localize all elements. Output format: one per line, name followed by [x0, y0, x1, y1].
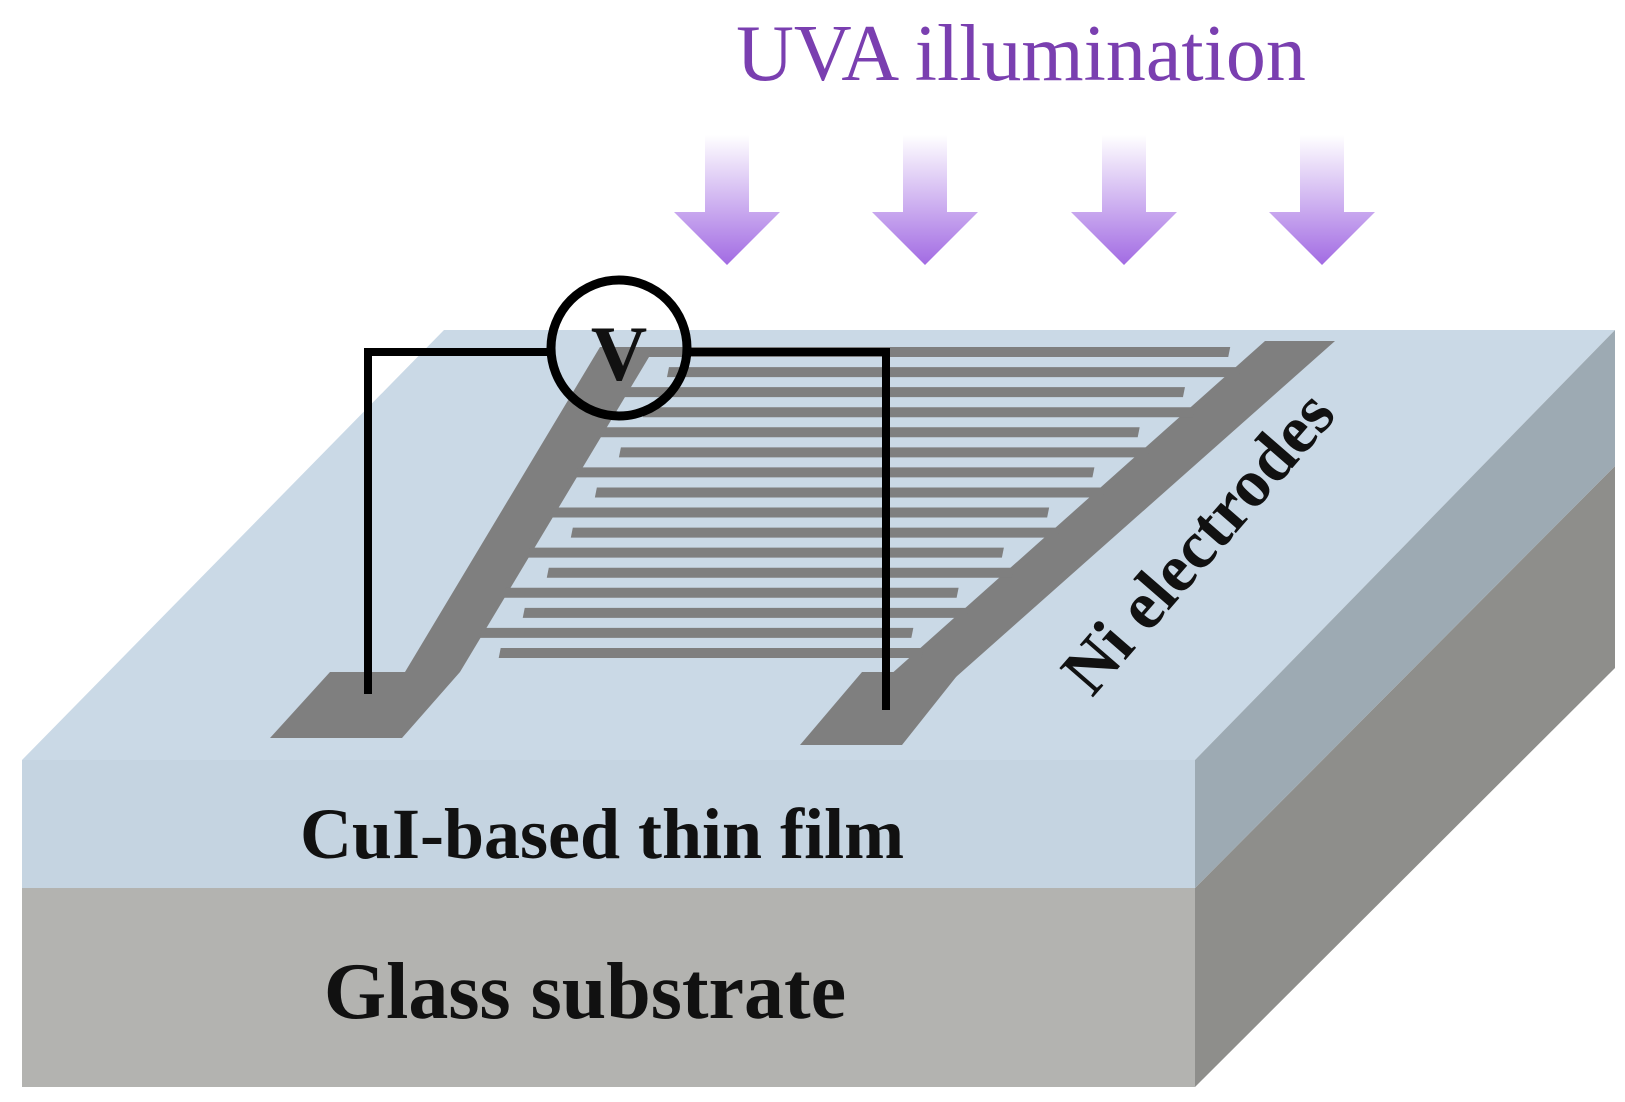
voltmeter-icon: V [546, 275, 692, 421]
right-electrode-bus [862, 341, 1335, 700]
voltmeter-label: V [591, 310, 647, 397]
electrode-finger [527, 547, 1004, 558]
electrode-finger [642, 407, 1196, 418]
electrode-finger [551, 507, 1050, 518]
arrow-down-icon [1269, 135, 1375, 265]
substrate-front-face [22, 888, 1195, 1087]
film-side-face [1195, 330, 1615, 888]
electrode-finger [498, 648, 924, 658]
uva-illumination-label: UVA illumination [736, 10, 1306, 98]
electrode-finger [666, 367, 1241, 378]
electrode-finger [522, 607, 969, 618]
substrate-side-face [1195, 466, 1615, 1087]
left-electrode-bus [405, 347, 655, 672]
ni-electrodes [270, 341, 1335, 745]
electrode-finger [479, 627, 914, 638]
uva-arrows [674, 135, 1375, 265]
right-electrode-pad [800, 672, 960, 745]
right-wire [690, 348, 890, 710]
arrow-down-icon [1071, 135, 1177, 265]
left-wire [364, 348, 548, 694]
electrode-finger [503, 587, 959, 598]
glass-substrate-label: Glass substrate [324, 948, 846, 1036]
voltmeter-wires [364, 348, 890, 710]
thin-film-label: CuI-based thin film [300, 794, 904, 874]
electrode-finger [546, 567, 1015, 578]
electrode-finger [570, 527, 1060, 538]
arrow-down-icon [872, 135, 978, 265]
electrode-finger [599, 427, 1140, 438]
arrow-down-icon [674, 135, 780, 265]
electrode-finger [594, 487, 1105, 498]
electrode-finger [575, 467, 1095, 478]
film-front-face [22, 760, 1195, 888]
electrode-finger [623, 387, 1185, 398]
left-electrode-pad [270, 672, 460, 738]
